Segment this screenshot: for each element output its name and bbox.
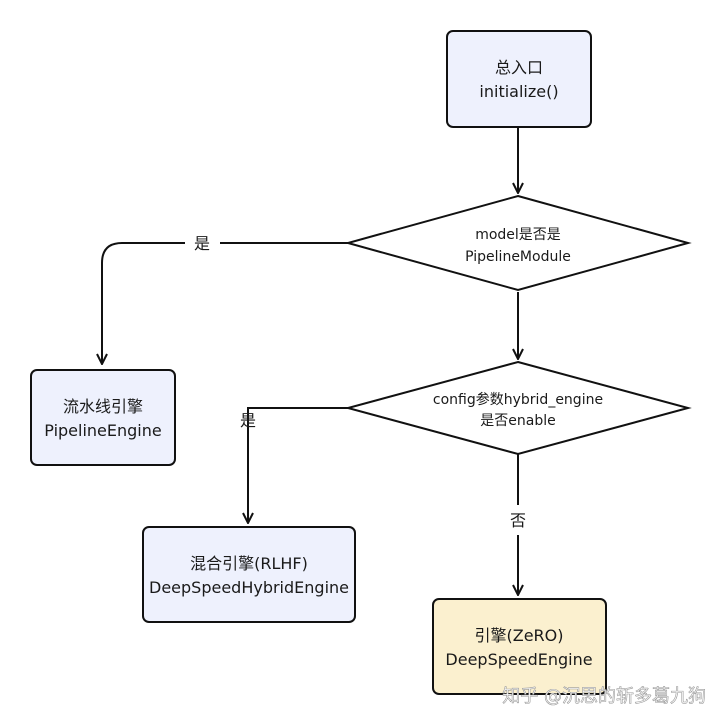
node-decision2-diamond (344, 360, 692, 456)
node-pipeline: 流水线引擎 PipelineEngine (30, 369, 176, 466)
node-decision1-diamond (344, 194, 692, 292)
node-decision1-line2: PipelineModule (465, 249, 571, 265)
node-zero-line1: 引擎(ZeRO) (474, 626, 563, 645)
node-decision2: config参数hybrid_engine 是否enable (344, 360, 692, 456)
node-hybrid-line2: DeepSpeedHybridEngine (149, 578, 349, 597)
node-zero-box (432, 598, 607, 695)
watermark: 知乎 @沉思的斩多葛九狗 (502, 686, 706, 707)
edge-label-d2-yes: 是 (240, 411, 256, 430)
node-hybrid: 混合引擎(RLHF) DeepSpeedHybridEngine (142, 526, 356, 623)
node-decision1: model是否是 PipelineModule (344, 194, 692, 292)
node-pipeline-line1: 流水线引擎 (63, 397, 143, 416)
node-pipeline-line2: PipelineEngine (44, 421, 161, 440)
edge-label-d1-yes: 是 (194, 234, 210, 253)
edge-decision2-yes-to-hybrid (248, 407, 348, 523)
node-entry-line2: initialize() (479, 82, 558, 101)
node-entry: 总入口 initialize() (446, 30, 592, 128)
edge-label-d2-no: 否 (510, 511, 526, 530)
node-entry-line1: 总入口 (495, 58, 543, 77)
edges (102, 128, 518, 595)
node-hybrid-box (142, 526, 356, 623)
node-pipeline-box (30, 369, 176, 466)
node-zero: 引擎(ZeRO) DeepSpeedEngine (432, 598, 607, 695)
node-decision2-line2: 是否enable (480, 413, 555, 429)
edge-decision1-yes-to-pipeline (102, 242, 348, 364)
node-entry-box (446, 30, 592, 128)
node-decision1-line1: model是否是 (475, 227, 561, 243)
node-hybrid-line1: 混合引擎(RLHF) (190, 554, 308, 573)
node-decision2-line1: config参数hybrid_engine (433, 391, 603, 408)
node-zero-line2: DeepSpeedEngine (445, 650, 592, 669)
